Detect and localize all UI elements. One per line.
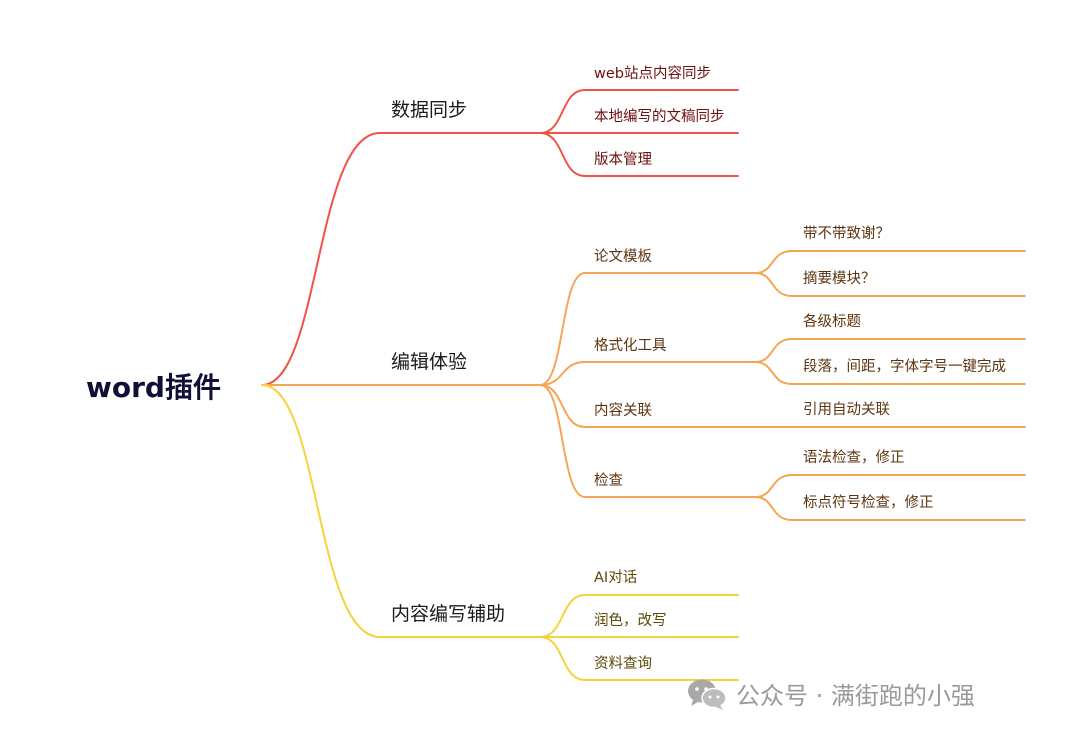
connector-edit-template	[539, 272, 756, 386]
node-content-relation: 内容关联	[594, 403, 652, 419]
node-web-sync: web站点内容同步	[594, 66, 711, 82]
node-ai-chat: AI对话	[594, 570, 638, 586]
branch-editing: 编辑体验	[391, 351, 468, 373]
connector-template-abstract	[754, 272, 1026, 297]
connector-check-punct	[754, 496, 1026, 521]
node-abstract-module: 摘要模块？	[803, 271, 876, 287]
node-version-management: 版本管理	[594, 152, 652, 168]
branch-writing-assist: 内容编写辅助	[391, 603, 506, 625]
root-node: word插件	[86, 371, 221, 404]
connector-writing-search	[539, 636, 739, 681]
node-local-doc-sync: 本地编写的文稿同步	[594, 109, 725, 125]
node-one-click-format: 段落，间距，字体字号一键完成	[803, 359, 1006, 375]
connector-root-sync	[261, 132, 541, 386]
connector-root-writing	[261, 384, 541, 638]
node-punctuation-check: 标点符号检查，修正	[803, 495, 934, 511]
node-paper-template: 论文模板	[594, 249, 652, 265]
connector-format-paragraph	[754, 361, 1026, 385]
watermark-text: 公众号 · 满街跑的小强	[736, 682, 975, 710]
connector-format-headings	[754, 338, 1026, 363]
connector-edit-check	[539, 384, 756, 498]
node-auto-citation: 引用自动关联	[803, 402, 890, 418]
connector-sync-web	[539, 89, 739, 134]
node-heading-levels: 各级标题	[803, 314, 861, 330]
connector-writing-ai	[539, 594, 739, 638]
node-polish-rewrite: 润色，改写	[594, 613, 667, 629]
node-check: 检查	[594, 473, 623, 489]
branch-sync: 数据同步	[391, 99, 468, 121]
watermark: 公众号 · 满街跑的小强	[686, 676, 975, 711]
wechat-icon	[688, 679, 727, 710]
node-format-tools: 格式化工具	[594, 338, 667, 354]
connector-sync-version	[539, 132, 739, 177]
node-grammar-check: 语法检查，修正	[803, 450, 905, 466]
connector-check-grammar	[754, 474, 1026, 498]
node-material-search: 资料查询	[594, 656, 652, 672]
connector-edit-relation	[539, 384, 1026, 428]
node-acknowledgement: 带不带致谢？	[803, 226, 890, 242]
connector-edit-format	[539, 361, 756, 386]
connector-template-thanks	[754, 250, 1026, 274]
